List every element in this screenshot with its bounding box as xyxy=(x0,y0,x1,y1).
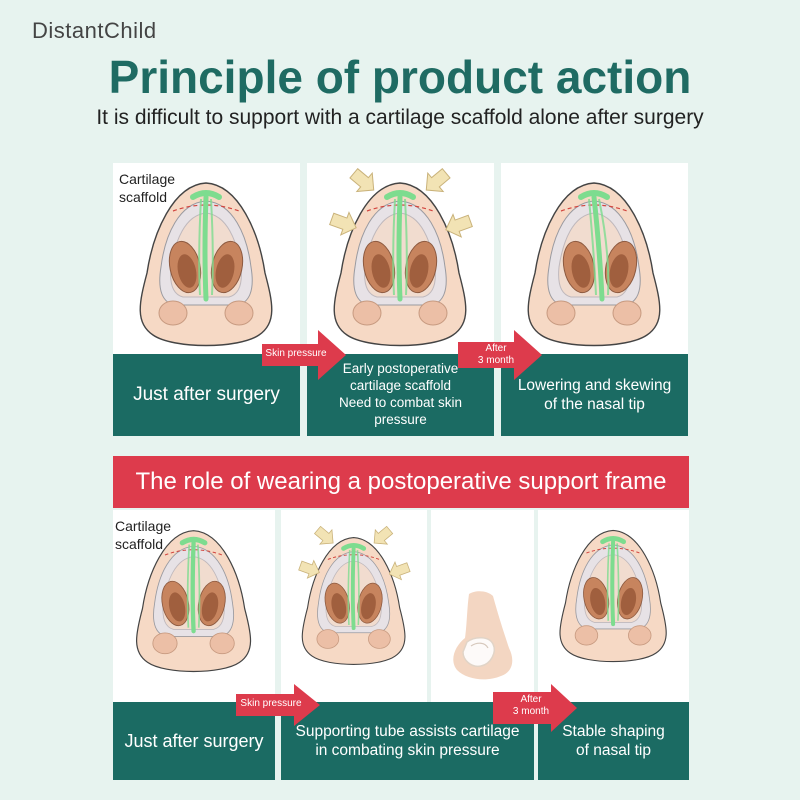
caption-text: Just after surgery xyxy=(133,384,280,406)
caption-text: Supporting tube assists cartilage in com… xyxy=(295,722,520,759)
panel-bottom-with-pressure xyxy=(281,510,427,702)
nose-illustration-with-pressure xyxy=(298,525,411,665)
caption-box: Just after surgery xyxy=(113,354,300,436)
caption-box: Early postoperative cartilage scaffold N… xyxy=(307,354,494,436)
after-3-month-arrow: After 3 month xyxy=(493,684,577,732)
caption-text: Lowering and skewing of the nasal tip xyxy=(517,376,672,413)
cartilage-scaffold-label: Cartilage scaffold xyxy=(115,518,172,552)
page-subtitle: It is difficult to support with a cartil… xyxy=(96,106,704,129)
skin-pressure-arrow: Skin pressure xyxy=(236,684,320,726)
nose-illustration-skewed xyxy=(527,182,661,347)
after-3-month-arrow: After 3 month xyxy=(458,330,542,380)
page-title: Principle of product action xyxy=(108,51,692,103)
cartilage-scaffold-label: Cartilage scaffold xyxy=(119,171,176,205)
nose-illustration xyxy=(139,182,273,347)
nose-illustration xyxy=(136,530,252,673)
caption-text: Just after surgery xyxy=(124,730,264,751)
support-frame-banner: The role of wearing a postoperative supp… xyxy=(113,456,689,508)
arrow-label: Skin pressure xyxy=(265,348,327,359)
caption-box: Lowering and skewing of the nasal tip xyxy=(501,354,688,436)
skin-pressure-arrow: Skin pressure xyxy=(262,330,346,380)
panel-top-lowering-skewing: Lowering and skewing of the nasal tip xyxy=(501,163,688,436)
arrow-label: After 3 month xyxy=(477,343,515,366)
panel-bottom-stable-shaping: Stable shaping of nasal tip xyxy=(538,510,689,780)
caption-box: Supporting tube assists cartilage in com… xyxy=(281,702,534,780)
caption-text: Early postoperative cartilage scaffold N… xyxy=(338,361,463,427)
nasal-support-tube-icon xyxy=(453,591,513,680)
caption-text: Stable shaping of nasal tip xyxy=(562,722,665,759)
caption-box: Just after surgery xyxy=(113,702,275,780)
brand-name: DistantChild xyxy=(32,18,157,43)
nose-illustration-with-pressure xyxy=(329,167,473,347)
panel-bottom-just-after-surgery: Cartilage scaffold Just after surgery xyxy=(113,510,275,780)
panel-top-just-after-surgery: Cartilage scaffold Just after surgery xyxy=(113,163,300,436)
panel-bottom-support-tube xyxy=(431,510,534,702)
nose-illustration xyxy=(559,529,667,663)
arrow-label: Skin pressure xyxy=(240,698,302,709)
caption-supporting-tube: Supporting tube assists cartilage in com… xyxy=(281,702,534,780)
arrow-label: After 3 month xyxy=(512,694,550,717)
panel-top-early-postoperative: Early postoperative cartilage scaffold N… xyxy=(307,163,494,436)
